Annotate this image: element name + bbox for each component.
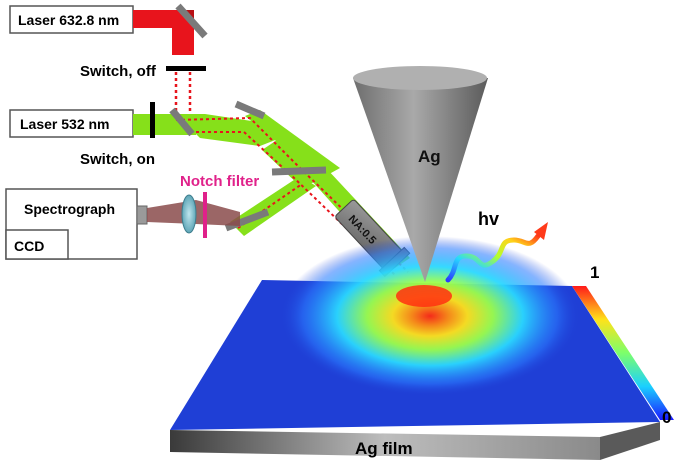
scale-min-label: 0 bbox=[662, 408, 671, 427]
photon-wave: hv bbox=[445, 209, 548, 283]
signal-beam bbox=[147, 192, 240, 238]
scale-max-label: 1 bbox=[590, 263, 599, 282]
spectrograph-label: Spectrograph bbox=[24, 201, 115, 217]
mirror-green-1 bbox=[169, 107, 195, 137]
switch-on-shutter bbox=[150, 102, 155, 138]
mirror-green-2 bbox=[234, 100, 266, 120]
ag-tip: Ag bbox=[353, 66, 488, 282]
mirror-red bbox=[175, 3, 208, 39]
switch-on-label: Switch, on bbox=[80, 151, 155, 168]
laser-green-label: Laser 532 nm bbox=[20, 116, 110, 132]
switch-off-shutter bbox=[166, 66, 206, 71]
notch-filter-label: Notch filter bbox=[180, 173, 259, 190]
laser-green-box: Laser 532 nm bbox=[9, 109, 134, 138]
ccd-label: CCD bbox=[14, 238, 44, 254]
ccd-box bbox=[5, 229, 69, 260]
tip-label: Ag bbox=[418, 147, 441, 166]
photon-label: hv bbox=[478, 209, 499, 229]
laser-red-box: Laser 632.8 nm bbox=[9, 5, 134, 34]
color-scale: 1 0 bbox=[572, 263, 674, 427]
film-label: Ag film bbox=[355, 439, 413, 458]
notch-filter bbox=[203, 192, 207, 238]
spectrograph-box: Spectrograph CCD bbox=[5, 188, 148, 260]
laser-red-label: Laser 632.8 nm bbox=[18, 12, 119, 28]
ag-film: Ag film bbox=[170, 236, 660, 460]
beam-splitter bbox=[271, 166, 327, 176]
spectrograph-port bbox=[136, 205, 148, 225]
lens bbox=[181, 194, 197, 234]
switch-off-label: Switch, off bbox=[80, 63, 157, 80]
